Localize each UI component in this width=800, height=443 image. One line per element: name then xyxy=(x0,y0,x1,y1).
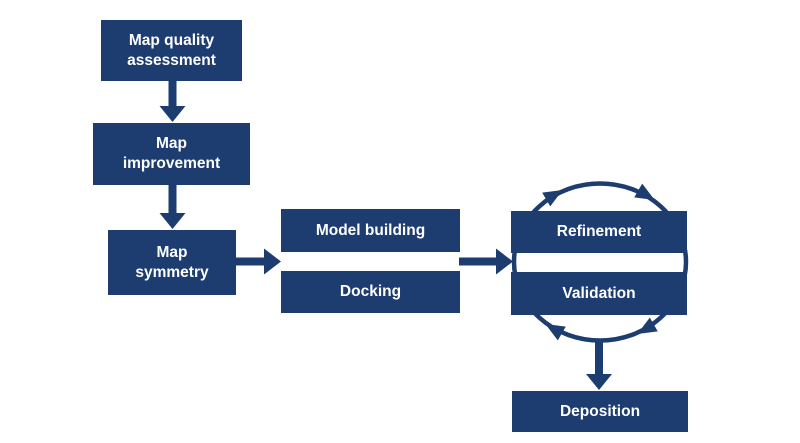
refinement-validation-cycle-circle xyxy=(511,181,689,343)
node-docking: Docking xyxy=(281,271,460,313)
node-validation: Validation xyxy=(511,272,687,315)
node-map-improvement: Map improvement xyxy=(93,123,250,185)
arrow-improvement-to-symmetry xyxy=(159,185,186,229)
node-map-quality-assessment: Map quality assessment xyxy=(101,20,242,81)
node-model-building-label: Model building xyxy=(315,221,426,239)
node-map-quality-assessment-label: Map quality assessment xyxy=(127,31,216,69)
node-map-improvement-label: Map improvement xyxy=(122,135,221,172)
cycle-arrowhead-bottom-right-icon xyxy=(637,317,658,334)
node-deposition: Deposition xyxy=(512,391,688,432)
node-deposition-label: Deposition xyxy=(559,402,641,420)
node-refinement-label: Refinement xyxy=(556,223,642,241)
arrow-quality-to-improvement xyxy=(159,81,186,122)
node-map-symmetry-label: Map symmetry xyxy=(135,243,209,281)
node-refinement: Refinement xyxy=(511,211,687,253)
node-map-symmetry: Map symmetry xyxy=(108,230,236,295)
cycle-arrowhead-bottom-left-icon xyxy=(545,324,566,341)
arrow-symmetry-to-building-docking xyxy=(236,248,281,275)
node-validation-label: Validation xyxy=(562,284,636,302)
cycle-arrowhead-top-left-icon xyxy=(542,190,563,207)
arrow-cycle-to-deposition xyxy=(586,341,612,390)
node-model-building: Model building xyxy=(281,209,460,252)
arrow-building-docking-to-refinement-validation xyxy=(459,248,513,275)
cycle-arrowhead-top-right-icon xyxy=(634,183,655,200)
node-docking-label: Docking xyxy=(339,283,402,301)
